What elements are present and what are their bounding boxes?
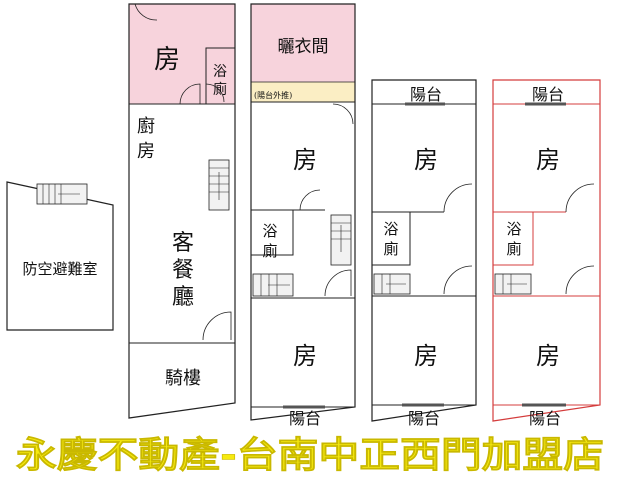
floor-1-plan: 房 浴 廁 廚 房 客 餐 廳 騎樓	[128, 3, 236, 419]
f1-kitchen-label-1: 廚	[137, 115, 155, 137]
f3-room-front-label: 房	[414, 342, 438, 370]
f1-arcade-label: 騎樓	[165, 368, 201, 389]
floor-1-pink-room	[129, 4, 235, 104]
f2-bath-label-2: 廁	[262, 242, 277, 260]
watermark-text: 永慶不動產-台南中正西門加盟店	[16, 435, 604, 476]
f3-bath-label-2: 廁	[383, 240, 398, 258]
f4-room-front-label: 房	[536, 342, 560, 370]
f1-kitchen-label-2: 房	[137, 141, 155, 162]
f4-bath-label-1: 浴	[506, 220, 521, 238]
floor-3-plan: 陽台 房 浴 廁 房 陽台	[371, 79, 477, 428]
f2-balcony-label: 陽台	[289, 409, 321, 428]
floor-2-pushout-area	[251, 82, 355, 102]
f4-balcony-back-label: 陽台	[532, 85, 564, 104]
f2-room-back-label: 房	[293, 146, 317, 174]
f2-room-front-label: 房	[293, 342, 317, 370]
floor-2-laundry-area	[251, 4, 355, 82]
f3-room-back-label: 房	[414, 146, 438, 174]
f4-room-back-label: 房	[536, 146, 560, 174]
f1-living-label-3: 廳	[172, 285, 194, 310]
floor-4-plan: 陽台 房 浴 廁 房 陽台	[492, 79, 601, 428]
shelter-label: 防空避難室	[22, 260, 97, 278]
floor-1-outline	[128, 3, 236, 419]
f3-balcony-back-label: 陽台	[410, 85, 442, 104]
f1-bath-label-2: 廁	[213, 81, 227, 98]
f3-bath-label-1: 浴	[383, 220, 398, 238]
f3-balcony-front-label: 陽台	[408, 409, 440, 428]
f4-balcony-front-label: 陽台	[529, 409, 561, 428]
f1-living-label-1: 客	[172, 231, 194, 256]
f2-bath-label-1: 浴	[262, 222, 277, 240]
f1-bath-label-1: 浴	[213, 64, 227, 80]
f2-pushout-label: (陽台外推)	[254, 90, 292, 100]
f1-living-label-2: 餐	[172, 258, 194, 283]
f2-laundry-label: 曬衣間	[278, 37, 329, 57]
f1-room-label: 房	[154, 45, 180, 75]
shelter-plan: 防空避難室	[6, 181, 114, 331]
floor-2-plan: 曬衣間 (陽台外推) 房 浴 廁 房 陽台	[250, 3, 356, 428]
f4-bath-label-2: 廁	[506, 240, 521, 258]
